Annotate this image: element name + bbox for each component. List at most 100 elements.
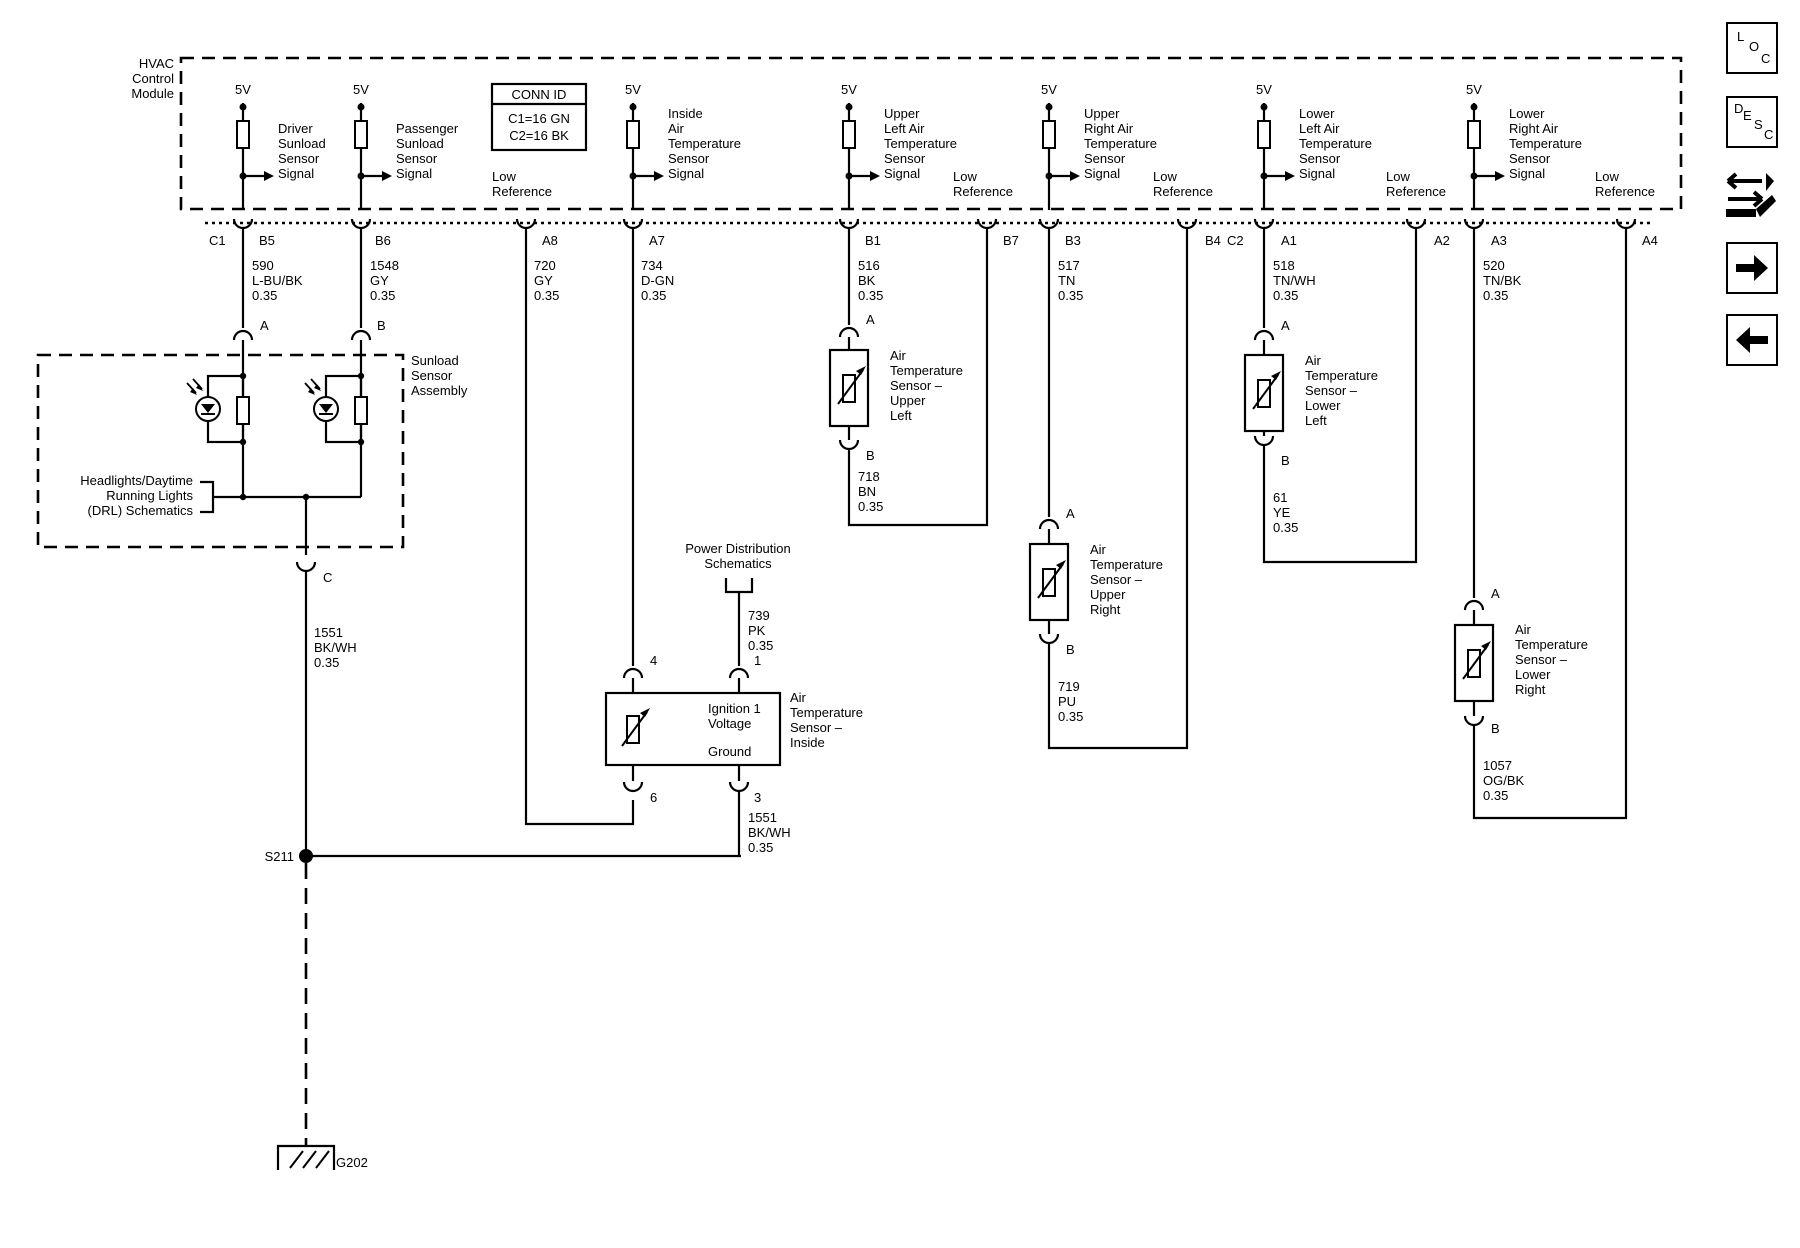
sunload-term-a: A bbox=[260, 318, 269, 333]
svg-text:0.35: 0.35 bbox=[858, 499, 883, 514]
svg-text:Inside: Inside bbox=[790, 735, 825, 750]
svg-text:0.35: 0.35 bbox=[858, 288, 883, 303]
svg-text:A3: A3 bbox=[1491, 233, 1507, 248]
svg-text:Right: Right bbox=[1090, 602, 1121, 617]
previous-button[interactable] bbox=[1726, 314, 1778, 366]
svg-text:Temperature: Temperature bbox=[668, 136, 741, 151]
svg-text:Lower: Lower bbox=[1299, 106, 1335, 121]
arrow-right-icon bbox=[1736, 255, 1768, 281]
svg-text:Temperature: Temperature bbox=[884, 136, 957, 151]
svg-text:B: B bbox=[866, 448, 875, 463]
svg-text:Low: Low bbox=[1595, 169, 1619, 184]
svg-text:Signal: Signal bbox=[1084, 166, 1120, 181]
svg-text:Temperature: Temperature bbox=[1305, 368, 1378, 383]
sunload-term-b: B bbox=[377, 318, 386, 333]
svg-text:5V: 5V bbox=[1466, 82, 1482, 97]
next-button[interactable] bbox=[1726, 242, 1778, 294]
svg-text:Temperature: Temperature bbox=[1299, 136, 1372, 151]
svg-text:Driver: Driver bbox=[278, 121, 313, 136]
svg-text:D-GN: D-GN bbox=[641, 273, 674, 288]
sunload-label-3: Assembly bbox=[411, 383, 468, 398]
svg-text:A: A bbox=[1281, 318, 1290, 333]
svg-text:Inside: Inside bbox=[668, 106, 703, 121]
svg-text:Upper: Upper bbox=[890, 393, 926, 408]
svg-text:Sensor –: Sensor – bbox=[790, 720, 843, 735]
connector-c2: C2 bbox=[1227, 233, 1244, 248]
hvac-module-outline bbox=[179, 56, 1683, 211]
svg-text:Right: Right bbox=[1515, 682, 1546, 697]
svg-text:Temperature: Temperature bbox=[1515, 637, 1588, 652]
description-button[interactable]: D E S C bbox=[1726, 96, 1778, 148]
power-dist-bracket bbox=[724, 578, 754, 666]
pullup-5v-7: 5V bbox=[1466, 82, 1505, 210]
svg-text:B: B bbox=[1281, 453, 1290, 468]
svg-text:GY: GY bbox=[370, 273, 389, 288]
connector-view-icon[interactable] bbox=[1722, 165, 1780, 223]
svg-text:Sunload: Sunload bbox=[278, 136, 326, 151]
svg-text:Air: Air bbox=[1515, 622, 1532, 637]
svg-text:PK: PK bbox=[748, 623, 766, 638]
svg-text:B4: B4 bbox=[1205, 233, 1221, 248]
sunload-term-c: C bbox=[323, 570, 332, 585]
svg-text:TN: TN bbox=[1058, 273, 1075, 288]
power-dist-1: Power Distribution bbox=[685, 541, 791, 556]
svg-text:Reference: Reference bbox=[953, 184, 1013, 199]
conn-id-title: CONN ID bbox=[512, 87, 567, 102]
location-button[interactable]: L O C bbox=[1726, 22, 1778, 74]
inside-ign-1: Ignition 1 bbox=[708, 701, 761, 716]
loc-letter-l: L bbox=[1737, 29, 1745, 44]
ground-symbol bbox=[276, 1144, 336, 1170]
sunload-pin-b bbox=[350, 329, 372, 341]
svg-text:1548: 1548 bbox=[370, 258, 399, 273]
svg-text:1057: 1057 bbox=[1483, 758, 1512, 773]
sensor-lower-left: A B bbox=[1243, 318, 1290, 468]
svg-text:Lower: Lower bbox=[1305, 398, 1341, 413]
pullup-5v-1: 5V bbox=[235, 82, 274, 210]
svg-text:BN: BN bbox=[858, 484, 876, 499]
svg-text:B3: B3 bbox=[1065, 233, 1081, 248]
svg-text:5V: 5V bbox=[1041, 82, 1057, 97]
svg-text:B: B bbox=[1491, 721, 1500, 736]
svg-text:Temperature: Temperature bbox=[1509, 136, 1582, 151]
conn-id-c2: C2=16 BK bbox=[509, 128, 569, 143]
svg-text:520: 520 bbox=[1483, 258, 1505, 273]
svg-text:0.35: 0.35 bbox=[641, 288, 666, 303]
sunload-label-2: Sensor bbox=[411, 368, 453, 383]
svg-text:Signal: Signal bbox=[668, 166, 704, 181]
svg-text:0.35: 0.35 bbox=[1483, 288, 1508, 303]
svg-text:517: 517 bbox=[1058, 258, 1080, 273]
inside-term-4: 4 bbox=[650, 653, 657, 668]
svg-text:1551: 1551 bbox=[748, 810, 777, 825]
svg-text:0.35: 0.35 bbox=[1483, 788, 1508, 803]
svg-text:Sensor: Sensor bbox=[668, 151, 710, 166]
inside-ign-2: Voltage bbox=[708, 716, 751, 731]
sensor-upper-right: A B bbox=[1028, 506, 1075, 657]
desc-letter-d: D bbox=[1734, 101, 1744, 116]
svg-text:61: 61 bbox=[1273, 490, 1287, 505]
sunload-common-bus bbox=[200, 480, 361, 555]
svg-text:Signal: Signal bbox=[1299, 166, 1335, 181]
svg-text:Upper: Upper bbox=[1084, 106, 1120, 121]
svg-text:A: A bbox=[1491, 586, 1500, 601]
svg-text:B1: B1 bbox=[865, 233, 881, 248]
svg-text:Reference: Reference bbox=[1595, 184, 1655, 199]
conn-id-c1: C1=16 GN bbox=[508, 111, 570, 126]
inside-sensor-body bbox=[604, 678, 782, 781]
loc-letter-c: C bbox=[1761, 51, 1771, 66]
svg-text:A1: A1 bbox=[1281, 233, 1297, 248]
svg-text:Sensor –: Sensor – bbox=[1305, 383, 1358, 398]
sensor-upper-left: A B bbox=[828, 312, 875, 463]
svg-text:BK/WH: BK/WH bbox=[748, 825, 791, 840]
svg-text:Lower: Lower bbox=[1515, 667, 1551, 682]
